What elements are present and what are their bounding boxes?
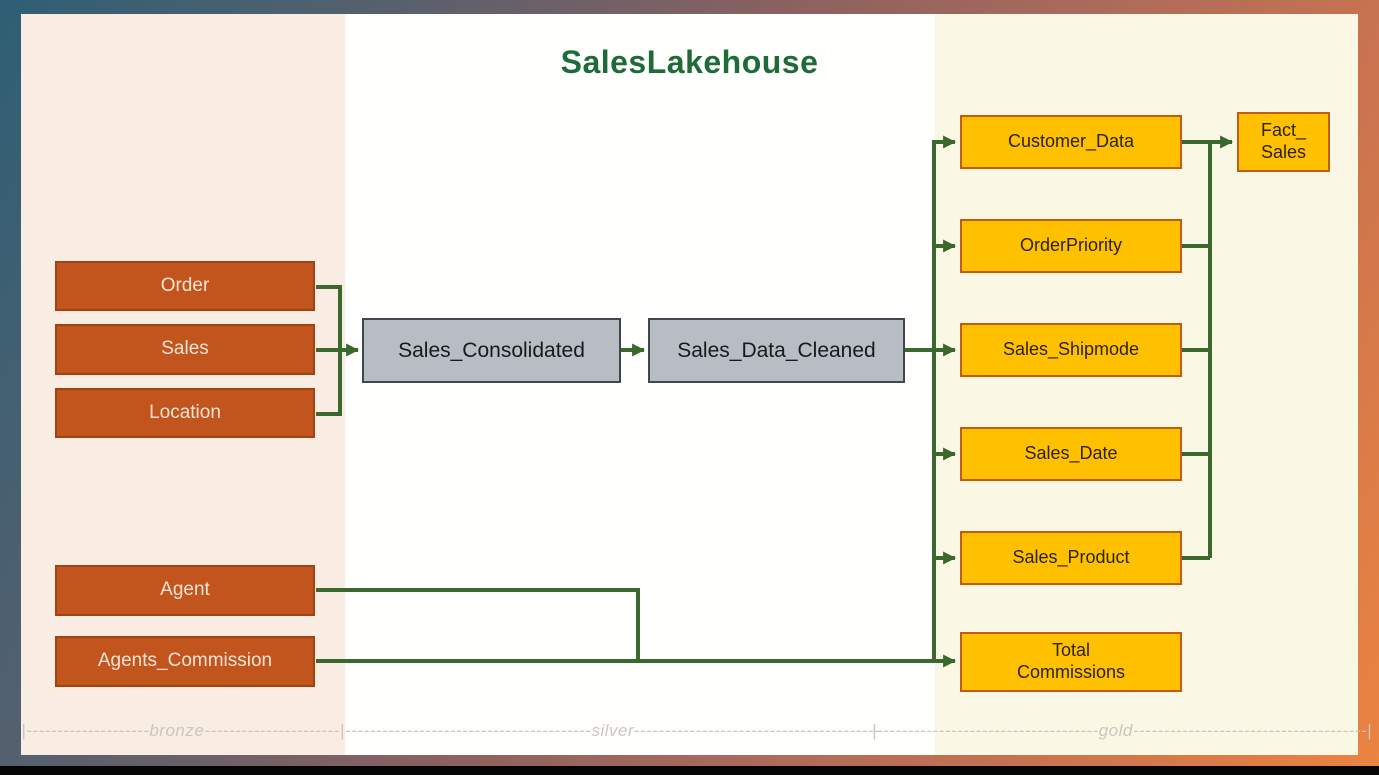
node-order-priority: OrderPriority	[960, 219, 1182, 273]
node-sales-product: Sales_Product	[960, 531, 1182, 585]
node-sales-shipmode: Sales_Shipmode	[960, 323, 1182, 377]
node-agents-commission: Agents_Commission	[55, 636, 315, 687]
node-customer-data: Customer_Data	[960, 115, 1182, 169]
node-agent: Agent	[55, 565, 315, 616]
node-fact-sales: Fact_ Sales	[1237, 112, 1330, 172]
total-commissions-line2: Commissions	[1016, 662, 1126, 682]
node-sales-consolidated: Sales_Consolidated	[362, 318, 621, 383]
fact-sales-line1: Fact_	[1260, 120, 1307, 141]
node-sales: Sales	[55, 324, 315, 375]
node-sales-data-cleaned: Sales_Data_Cleaned	[648, 318, 905, 383]
diagram-title: SalesLakehouse	[560, 44, 819, 80]
node-location: Location	[55, 388, 315, 438]
zone-bronze	[21, 14, 345, 755]
fact-sales-line2: Sales	[1260, 142, 1307, 162]
agent-elbow	[316, 588, 640, 661]
zone-label-bronze: |--------------------bronze-------------…	[21, 721, 345, 740]
node-order: Order	[55, 261, 315, 311]
node-total-commissions: Total Commissions	[960, 632, 1182, 692]
zone-label-gold: |------------------------------------gol…	[872, 721, 1372, 740]
bottom-black-bar	[0, 766, 1379, 775]
total-commissions-line1: Total	[1051, 640, 1091, 661]
node-sales-date: Sales_Date	[960, 427, 1182, 481]
zone-label-silver: ----------------------------------------…	[345, 721, 881, 740]
